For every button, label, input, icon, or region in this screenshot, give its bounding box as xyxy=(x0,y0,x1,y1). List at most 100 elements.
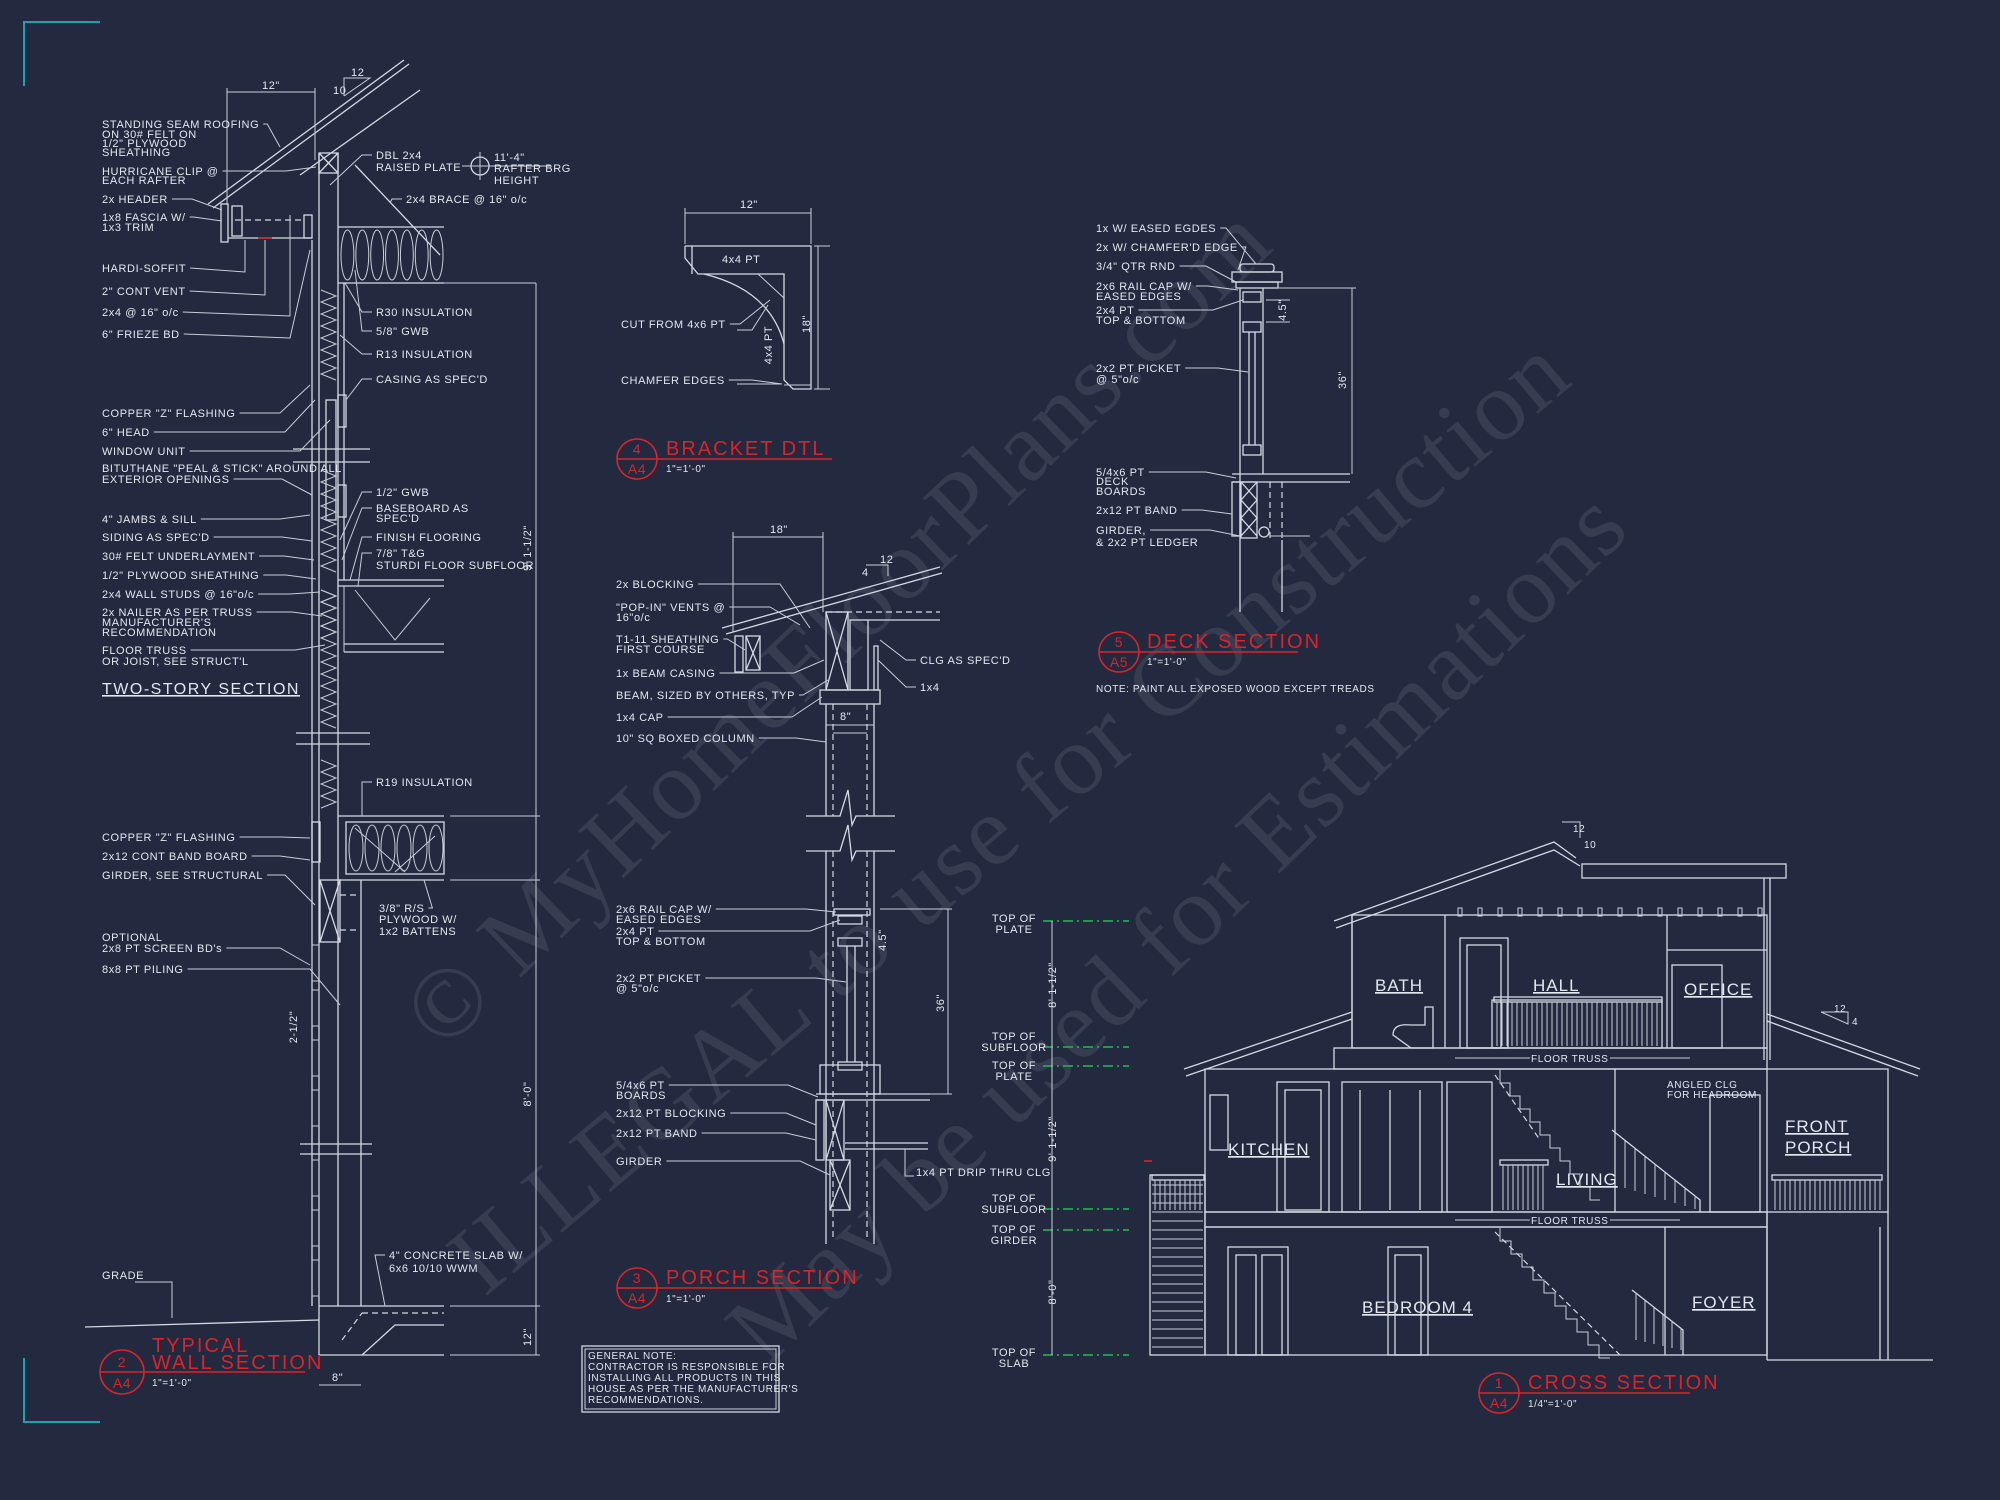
wall-section-label: RECOMMENDATION xyxy=(102,627,217,639)
general-note-box: GENERAL NOTE: CONTRACTOR IS RESPONSIBLE … xyxy=(581,1345,798,1413)
leader-line xyxy=(153,399,316,433)
wall-section-label: COPPER "Z" FLASHING xyxy=(102,832,236,844)
wall-section-label: 4" JAMBS & SILL xyxy=(102,514,197,526)
leader-line xyxy=(267,874,316,906)
wall-section-dim: 10 xyxy=(333,85,346,97)
wall-section-label: R19 INSULATION xyxy=(376,777,473,789)
wall-section-label: HEIGHT xyxy=(494,175,539,187)
sheet-number: A4 xyxy=(628,1290,646,1306)
wall-section-label: SPEC'D xyxy=(376,513,420,525)
leader-line xyxy=(190,644,326,651)
wall-section-label: ON 30# FELT ON xyxy=(102,129,197,141)
cross-section-level: PLATE xyxy=(995,1071,1032,1083)
porch-section-label: GIRDER xyxy=(616,1156,662,1168)
porch-section-label: 2x2 PT PICKET xyxy=(616,973,701,985)
leader-line xyxy=(226,947,311,966)
porch-section-label: "POP-IN" VENTS @ xyxy=(616,602,725,614)
deck-section-label: 5/4x6 PT xyxy=(1096,467,1145,479)
leader-line xyxy=(698,583,811,629)
leader-line xyxy=(423,879,434,909)
wall-section-label: BITUTHANE "PEAL & STICK" AROUND ALL xyxy=(102,463,342,475)
leader-line xyxy=(354,269,372,332)
cross-section-level: TOP OF xyxy=(992,1031,1036,1043)
wall-section-label: 1x3 TRIM xyxy=(102,222,154,234)
deck-section-dim: 4.5" xyxy=(1277,299,1289,321)
wall-section-label: BASEBOARD AS xyxy=(376,503,469,515)
cross-section-level: SUBFLOOR xyxy=(981,1042,1046,1054)
porch-section-label: 2x BLOCKING xyxy=(616,579,694,591)
wall-section-label: EACH RAFTER xyxy=(102,175,186,187)
cross-section-dim: 8'-0" xyxy=(1047,1280,1059,1305)
detail-number: 5 xyxy=(1115,634,1123,650)
title-name: PORCH SECTION xyxy=(666,1267,859,1289)
leader-line xyxy=(1220,227,1257,265)
wall-section-label: RAISED PLATE xyxy=(376,162,461,174)
porch-section-dim: 8" xyxy=(840,711,851,723)
cross-section-room: BATH xyxy=(1375,976,1423,995)
leader-line xyxy=(701,1132,817,1141)
wall-section-label: STANDING SEAM ROOFING xyxy=(102,119,259,131)
leader-line xyxy=(258,591,321,595)
wall-section-label: OR JOIST, SEE STRUCT'L xyxy=(102,656,249,668)
leader-line xyxy=(259,555,315,561)
leader-line xyxy=(877,659,916,688)
deck-section-label: EASED EDGES xyxy=(1096,291,1181,303)
cross-section-room: PORCH xyxy=(1785,1138,1851,1157)
wall-section-label: 2x8 PT SCREEN BD's xyxy=(102,943,222,955)
cross-section-dim: 10 xyxy=(1584,840,1596,851)
bracket-detail-drawing xyxy=(684,208,830,390)
wall-section-dim: 12" xyxy=(262,80,280,92)
leader-line xyxy=(728,379,783,385)
deck-section-label: DECK xyxy=(1096,476,1129,488)
wall-section-label: SHEATHING xyxy=(102,147,171,159)
two-story-section-subtitle: TWO-STORY SECTION xyxy=(102,681,300,698)
cross-section-note: FLOOR TRUSS xyxy=(1531,1216,1609,1227)
wall-section-label: CASING AS SPEC'D xyxy=(376,374,488,386)
leader-line xyxy=(1181,509,1233,515)
detail-number: 1 xyxy=(1495,1375,1503,1391)
leader-line xyxy=(723,638,746,651)
porch-section-dim: 4 xyxy=(862,567,869,579)
wall-section-label: 5/8" GWB xyxy=(376,326,429,338)
wall-section-dim: 8'-0" xyxy=(522,1082,534,1107)
wall-section-label: SIDING AS SPEC'D xyxy=(102,532,210,544)
porch-section-dim: 4.5" xyxy=(877,929,889,951)
bracket-detail-dim: 18" xyxy=(801,315,813,333)
deck-section-label: BOARDS xyxy=(1096,486,1146,498)
porch-section-label: 10" SQ BOXED COLUMN xyxy=(616,733,755,745)
title-name: CROSS SECTION xyxy=(1528,1372,1720,1394)
porch-section-label: TOP & BOTTOM xyxy=(616,936,706,948)
wall-section-label: COPPER "Z" FLASHING xyxy=(102,408,236,420)
leader-line xyxy=(1148,471,1237,479)
cross-section-dim: 8' 1-1/2" xyxy=(1047,962,1059,1008)
leader-line xyxy=(715,908,837,913)
leader-line xyxy=(668,1084,819,1098)
cross-section-level: GIRDER xyxy=(991,1235,1037,1247)
title-scale: 1"=1'-0" xyxy=(1147,657,1187,668)
porch-section-label: CLG AS SPEC'D xyxy=(920,655,1011,667)
sheet-number: A4 xyxy=(113,1375,131,1391)
detail-number: 2 xyxy=(118,1354,126,1370)
leader-line xyxy=(339,334,372,355)
deck-section-label: 2x2 PT PICKET xyxy=(1096,363,1181,375)
leader-line xyxy=(239,836,311,839)
deck-section-label: 1x W/ EASED EGDES xyxy=(1096,223,1216,235)
leader-line xyxy=(1237,246,1247,271)
cross-section-dim: 9' 1-1/2" xyxy=(1047,1116,1059,1162)
leader-line xyxy=(729,299,771,325)
leader-lines xyxy=(153,123,1257,1307)
cross-section-level: TOP OF xyxy=(992,1193,1036,1205)
leader-line xyxy=(1179,265,1237,283)
leader-line xyxy=(183,249,311,339)
leader-line xyxy=(251,855,311,861)
wall-section-label: 3/8" R/S xyxy=(379,903,424,915)
leader-line xyxy=(341,507,372,561)
porch-section-label: BOARDS xyxy=(616,1090,666,1102)
wall-section-drawing xyxy=(84,59,550,1386)
leader-line xyxy=(729,606,801,626)
leader-line xyxy=(256,611,323,617)
title-porch-section: 3 A4 PORCH SECTION 1"=1'-0" xyxy=(616,1267,859,1309)
leader-line xyxy=(187,968,341,1006)
